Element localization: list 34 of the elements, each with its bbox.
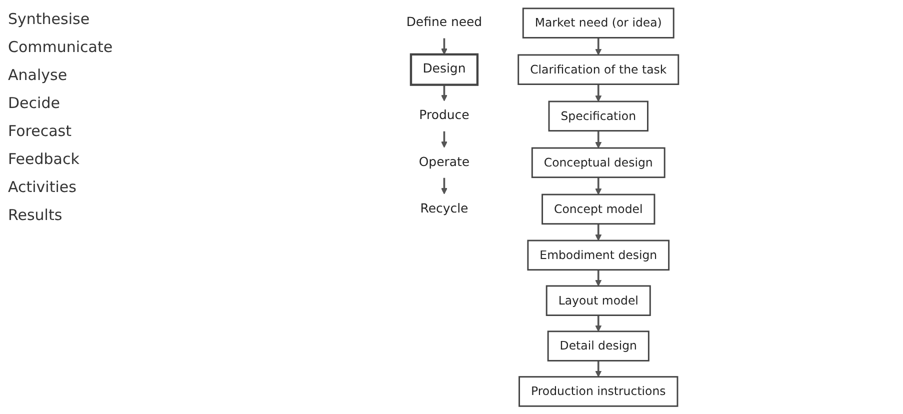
arrow (441, 131, 448, 148)
arrow (441, 84, 448, 102)
text-label: Synthesise (8, 10, 91, 28)
text-label: Communicate (8, 38, 114, 56)
node-box: Design (410, 53, 479, 86)
arrow (595, 360, 602, 378)
text-label: Forecast (8, 122, 72, 140)
arrow (595, 224, 602, 241)
arrow (595, 130, 602, 148)
arrow (595, 38, 602, 56)
arrow (441, 38, 448, 55)
text-label: Analyse (8, 66, 68, 84)
node-box: Conceptual design (531, 147, 666, 178)
text-label: Activities (8, 178, 78, 196)
node-box: Layout model (546, 285, 651, 316)
node-text: Recycle (420, 201, 468, 216)
text-label: Decide (8, 94, 61, 112)
text-label: Results (8, 206, 64, 224)
node-box: Clarification of the task (518, 54, 680, 85)
arrow (441, 178, 448, 194)
node-text: Operate (418, 154, 470, 170)
arrow (595, 270, 602, 286)
node-box: Production instructions (518, 376, 678, 407)
arrow (595, 177, 602, 195)
arrow (595, 315, 602, 332)
node-box: Concept model (542, 194, 656, 225)
node-box: Specification (548, 100, 648, 132)
node-text: Define need (406, 15, 482, 30)
node-text: Produce (419, 108, 470, 123)
node-box: Detail design (547, 330, 650, 362)
arrow (595, 84, 602, 102)
text-label: Feedback (8, 150, 80, 168)
node-box: Embodiment design (527, 240, 670, 271)
node-box: Market need (or idea) (522, 8, 674, 38)
